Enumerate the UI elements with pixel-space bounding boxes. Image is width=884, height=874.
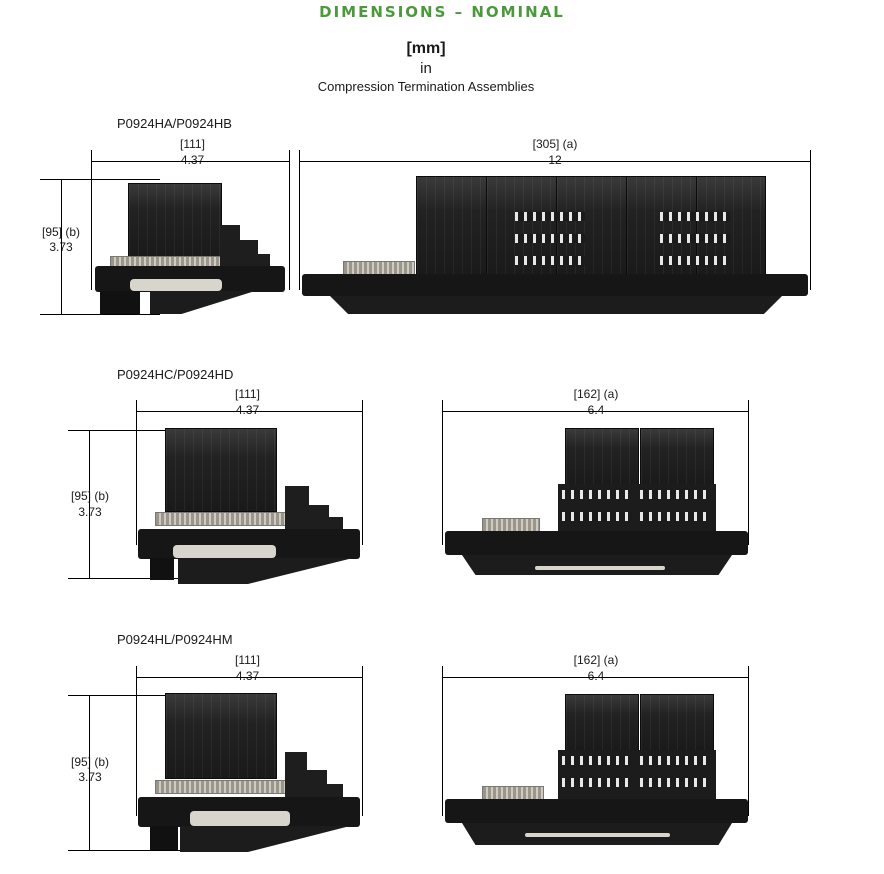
front-width-tick-left <box>299 150 300 290</box>
unit-in-label: in <box>420 60 432 77</box>
height-in: 3.73 <box>36 240 86 254</box>
side-width-line <box>136 677 362 678</box>
model-label: P0924HA/P0924HB <box>117 116 232 131</box>
height-mm: [95] (b) <box>41 225 80 239</box>
front-width-tick-right <box>748 666 749 816</box>
side-width-in: 4.37 <box>235 669 260 683</box>
side-width-tick-right <box>362 400 363 545</box>
side-width-line <box>91 161 289 162</box>
front-width-in: 6.4 <box>587 403 605 417</box>
side-width-mm: [111] <box>180 137 205 151</box>
model-label: P0924HC/P0924HD <box>117 367 234 382</box>
side-width-mm: [111] <box>235 387 260 401</box>
side-width-in: 4.37 <box>180 153 205 167</box>
side-width-tick-left <box>136 400 137 545</box>
height-tick-bottom <box>68 850 208 851</box>
front-width-mm: [162] (a) <box>573 387 619 401</box>
front-width-in: 12 <box>548 153 562 167</box>
side-width-tick-left <box>136 666 137 816</box>
front-width-tick-left <box>442 666 443 816</box>
front-width-line <box>442 677 748 678</box>
height-line <box>89 695 90 850</box>
front-width-mm: [162] (a) <box>573 653 619 667</box>
side-width-mm: [111] <box>235 653 260 667</box>
height-tick-top <box>68 430 208 431</box>
page-title: DIMENSIONS – NOMINAL <box>319 3 565 21</box>
height-mm: [95] (b) <box>70 755 109 769</box>
height-line <box>61 179 62 314</box>
height-tick-bottom <box>68 578 208 579</box>
front-width-line <box>442 411 748 412</box>
height-tick-top <box>40 179 160 180</box>
side-width-tick-right <box>289 150 290 290</box>
height-line <box>89 430 90 578</box>
subtitle: Compression Termination Assemblies <box>317 79 535 94</box>
height-tick-top <box>68 695 208 696</box>
front-width-tick-right <box>810 150 811 290</box>
height-in: 3.73 <box>64 505 116 519</box>
model-label: P0924HL/P0924HM <box>117 632 233 647</box>
front-width-line <box>299 161 810 162</box>
side-width-line <box>136 411 362 412</box>
height-tick-bottom <box>40 314 160 315</box>
front-width-tick-right <box>748 400 749 545</box>
side-width-in: 4.37 <box>235 403 260 417</box>
unit-mm-label: [mm] <box>406 40 446 57</box>
front-width-tick-left <box>442 400 443 545</box>
height-in: 3.73 <box>64 770 116 784</box>
side-width-tick-right <box>362 666 363 816</box>
height-mm: [95] (b) <box>70 489 109 503</box>
front-width-in: 6.4 <box>587 669 605 683</box>
front-width-mm: [305] (a) <box>532 137 578 151</box>
side-width-tick-left <box>91 150 92 290</box>
